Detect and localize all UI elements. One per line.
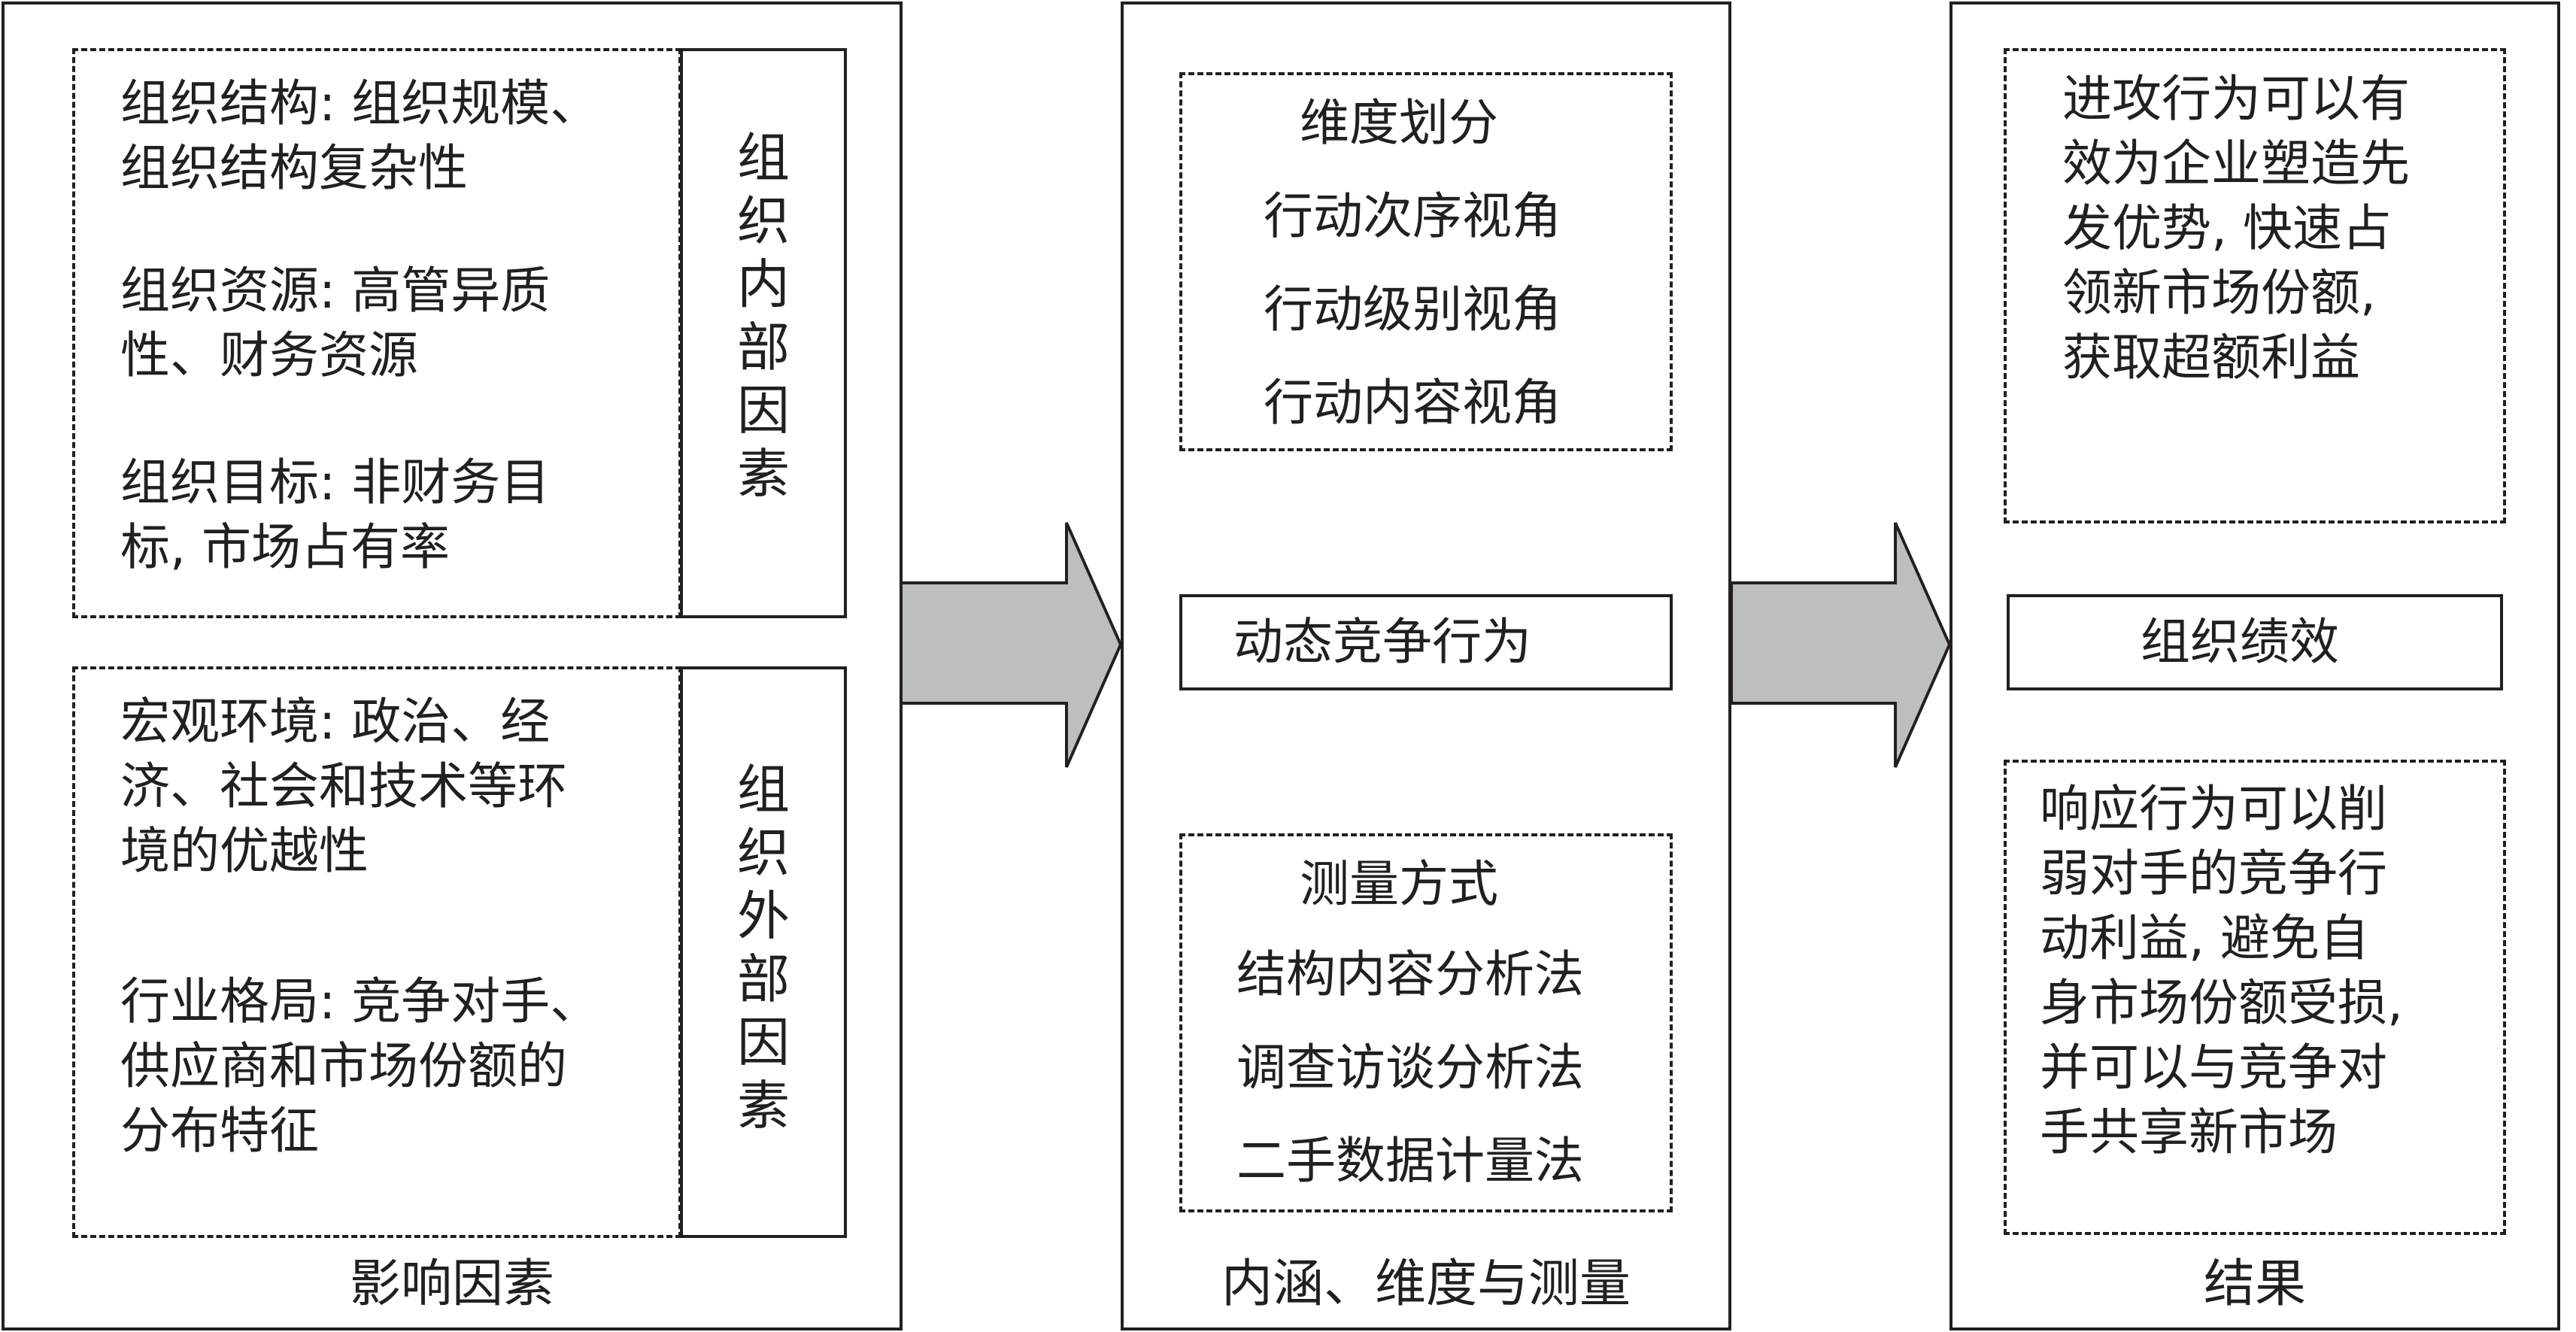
response-line: 弱对手的竞争行 xyxy=(2040,845,2387,903)
external-item-line: 行业格局: 竞争对手、 xyxy=(120,972,600,1030)
measure-box xyxy=(1179,833,1673,1212)
internal-item-line: 组织资源: 高管异质 xyxy=(120,262,551,320)
external-item-line: 济、社会和技术等环 xyxy=(120,757,567,815)
influence-factors-caption: 影响因素 xyxy=(349,1255,554,1314)
measure-item: 调查访谈分析法 xyxy=(1236,1039,1584,1097)
attack-line: 领新市场份额, xyxy=(2062,264,2376,322)
response-line: 身市场份额受损, xyxy=(2040,974,2403,1032)
dimension-title: 维度划分 xyxy=(1300,94,1498,152)
internal-item-line: 性、财务资源 xyxy=(120,326,418,384)
internal-item-line: 组织结构: 组织规模、 xyxy=(120,74,600,132)
org-performance-box: 组织绩效 xyxy=(2007,594,2503,690)
arrow-middle-to-right xyxy=(1730,522,1952,768)
external-item-line: 境的优越性 xyxy=(120,822,369,880)
external-item-line: 分布特征 xyxy=(120,1102,319,1160)
measure-title: 测量方式 xyxy=(1300,855,1498,913)
attack-line: 效为企业塑造先 xyxy=(2062,135,2410,193)
response-behavior-box xyxy=(2004,760,2506,1235)
connotation-panel xyxy=(1121,2,1731,1330)
external-factors-label: 组织外部因素 xyxy=(737,759,790,1136)
org-performance-label: 组织绩效 xyxy=(2141,613,2339,671)
arrow-left-to-middle xyxy=(900,522,1123,768)
influence-factors-panel xyxy=(2,2,903,1330)
dynamic-competition-label: 动态竞争行为 xyxy=(1233,613,1531,671)
internal-item-line: 组织结构复杂性 xyxy=(120,139,468,197)
results-panel xyxy=(1949,2,2560,1330)
external-item-line: 供应商和市场份额的 xyxy=(120,1037,567,1095)
dimension-box xyxy=(1179,72,1673,451)
response-line: 并可以与竞争对 xyxy=(2040,1039,2387,1097)
internal-factors-label: 组织内部因素 xyxy=(737,127,790,505)
measure-item: 二手数据计量法 xyxy=(1236,1132,1584,1190)
dimension-item: 行动次序视角 xyxy=(1264,187,1561,245)
dynamic-competition-box: 动态竞争行为 xyxy=(1179,594,1673,690)
results-caption: 结果 xyxy=(2203,1255,2306,1314)
connotation-caption: 内涵、维度与测量 xyxy=(1221,1255,1631,1314)
attack-line: 发优势, 快速占 xyxy=(2062,199,2392,257)
dimension-item: 行动内容视角 xyxy=(1264,374,1561,432)
internal-item-line: 组织目标: 非财务目 xyxy=(120,454,551,511)
attack-line: 获取超额利益 xyxy=(2062,329,2360,387)
response-line: 动利益, 避免自 xyxy=(2040,909,2369,967)
internal-factors-label-box: 组织内部因素 xyxy=(680,48,847,618)
external-factors-label-box: 组织外部因素 xyxy=(680,666,847,1238)
dimension-item: 行动级别视角 xyxy=(1264,281,1561,338)
response-line: 手共享新市场 xyxy=(2040,1103,2338,1161)
external-item-line: 宏观环境: 政治、经 xyxy=(120,693,551,751)
attack-line: 进攻行为可以有 xyxy=(2062,70,2410,128)
measure-item: 结构内容分析法 xyxy=(1236,945,1584,1003)
attack-behavior-box xyxy=(2004,48,2506,523)
internal-item-line: 标, 市场占有率 xyxy=(120,518,450,576)
response-line: 响应行为可以削 xyxy=(2040,780,2387,838)
